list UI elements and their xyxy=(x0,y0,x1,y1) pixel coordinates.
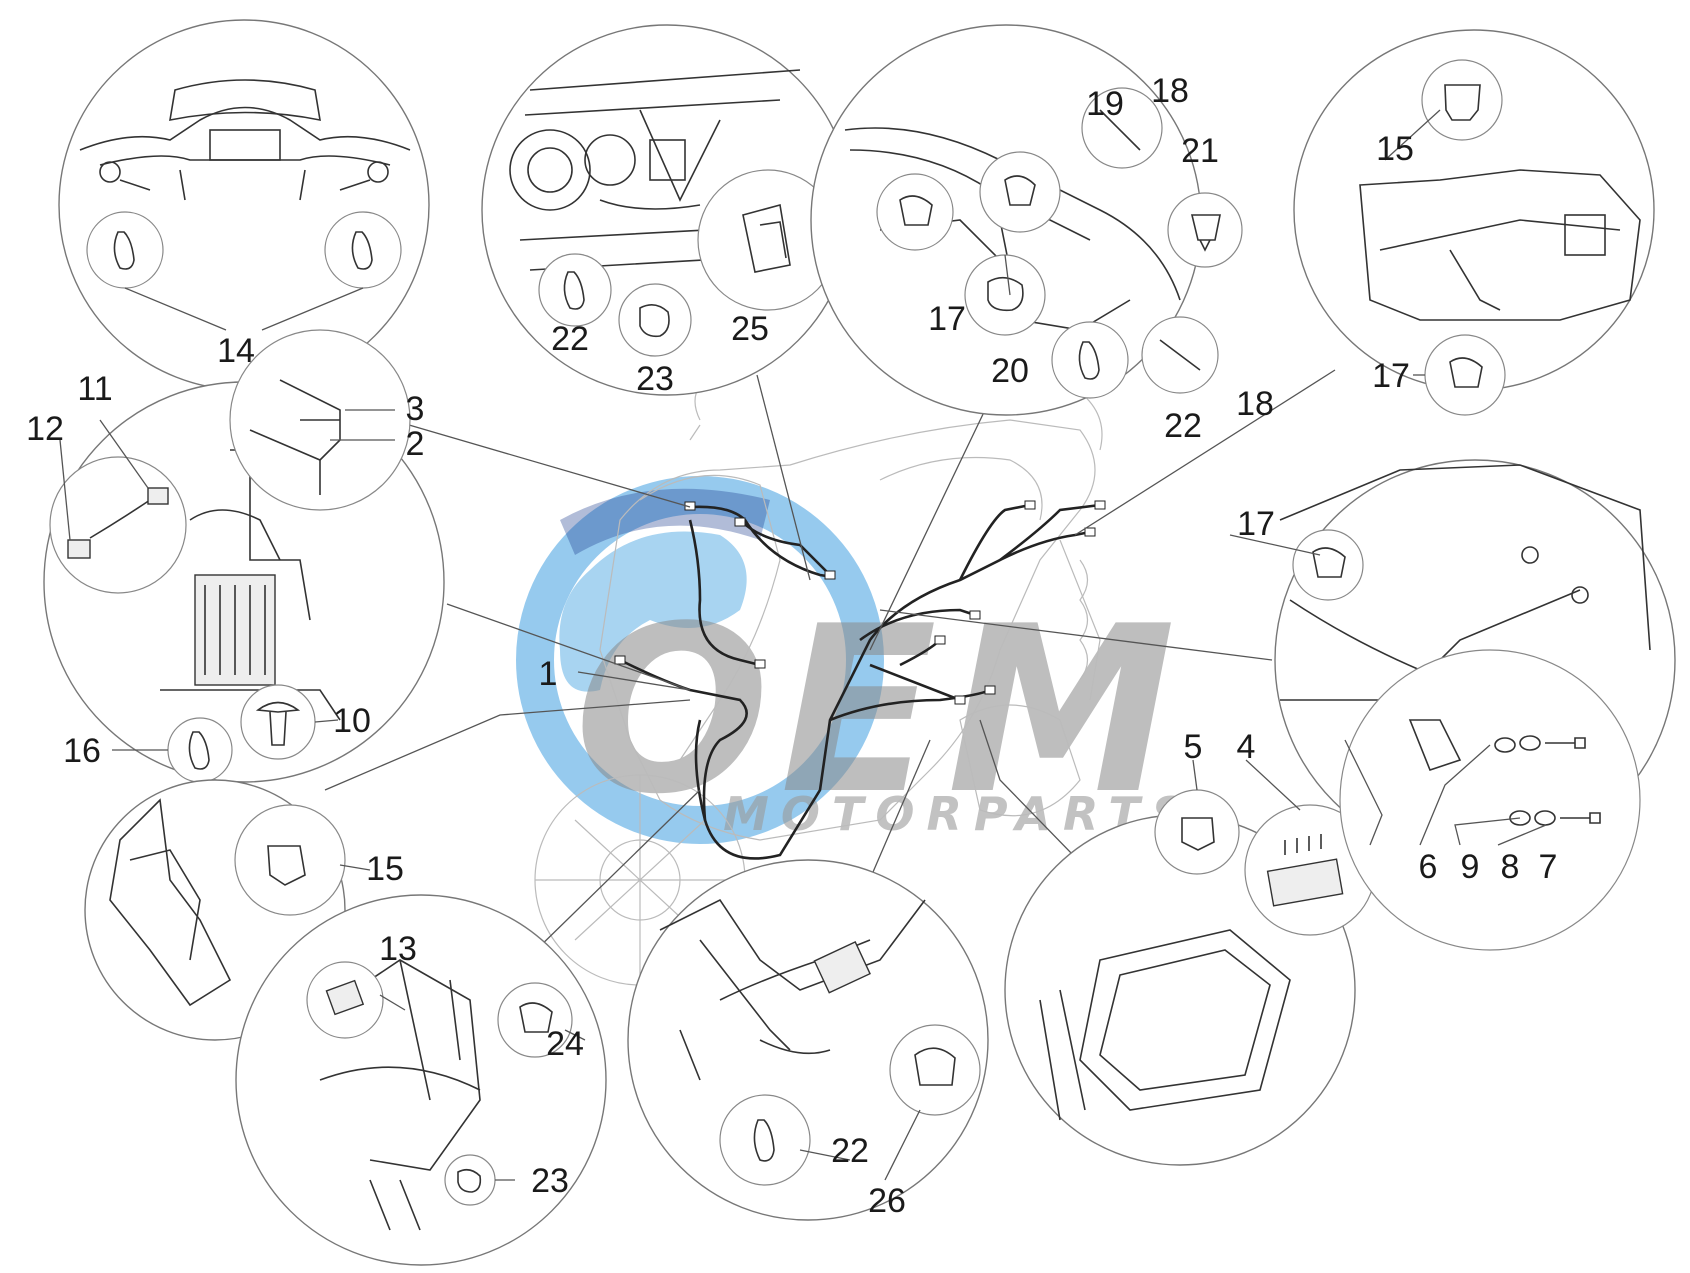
callout-16: 16 xyxy=(63,732,101,770)
callout-1: 1 xyxy=(539,655,558,693)
callout-10: 10 xyxy=(333,702,371,740)
detail-clip-17a xyxy=(876,173,954,251)
detail-band-23 xyxy=(618,283,692,357)
callout-17a: 17 xyxy=(928,300,966,338)
detail-tie-22 xyxy=(538,253,612,327)
callout-22a: 22 xyxy=(551,320,589,358)
callout-17c: 17 xyxy=(1237,505,1275,543)
watermark-brand: OEM xyxy=(574,578,1186,845)
callout-11: 11 xyxy=(77,370,112,408)
detail-tail-section xyxy=(1293,29,1655,416)
detail-clip-left xyxy=(86,211,164,289)
detail-band-20 xyxy=(964,254,1046,336)
detail-handlebar xyxy=(58,19,430,391)
callout-18b: 18 xyxy=(1236,385,1274,423)
detail-center-frame xyxy=(627,859,989,1221)
detail-tie-22b xyxy=(1051,321,1129,399)
callout-4: 4 xyxy=(1237,728,1256,766)
detail-clip-24 xyxy=(497,982,573,1058)
detail-rear-mount xyxy=(1274,459,1676,951)
callout-21: 21 xyxy=(1181,132,1219,170)
callout-12: 12 xyxy=(26,410,64,448)
callout-18a: 18 xyxy=(1151,72,1189,110)
callout-15a: 15 xyxy=(366,850,404,888)
detail-clip-15b xyxy=(234,804,346,916)
callout-7: 7 xyxy=(1539,848,1558,886)
leader-lines xyxy=(324,369,1336,957)
detail-clip-18a xyxy=(1081,87,1163,169)
callout-labels: 1 2 3 4 5 6 7 8 9 10 11 12 13 14 15 15 1… xyxy=(26,72,1557,1220)
callout-15b: 15 xyxy=(1376,130,1414,168)
detail-regulator xyxy=(43,329,445,783)
callout-26: 26 xyxy=(868,1182,906,1220)
callout-22c: 22 xyxy=(831,1132,869,1170)
detail-clip-21 xyxy=(1167,192,1243,268)
detail-tie-16 xyxy=(167,717,233,783)
callout-13: 13 xyxy=(379,930,417,968)
callout-3: 3 xyxy=(406,390,425,428)
main-wiring-harness xyxy=(614,500,1106,860)
callout-17b: 17 xyxy=(1372,357,1410,395)
callout-pointers xyxy=(59,109,1547,1181)
callout-19: 19 xyxy=(1086,85,1124,123)
callout-6: 6 xyxy=(1419,848,1438,886)
callout-2: 2 xyxy=(406,425,425,463)
callout-23a: 23 xyxy=(636,360,674,398)
callout-9: 9 xyxy=(1461,848,1480,886)
detail-clip-17c xyxy=(1292,529,1364,601)
detail-tie-22c xyxy=(719,1094,811,1186)
detail-fastener-stack xyxy=(1339,649,1641,951)
detail-rivet-10 xyxy=(240,684,316,760)
detail-connector xyxy=(49,456,187,594)
callout-5: 5 xyxy=(1184,728,1203,766)
callout-22b: 22 xyxy=(1164,407,1202,445)
detail-battery-area xyxy=(1004,789,1376,1166)
callout-20: 20 xyxy=(991,352,1029,390)
detail-band-23b xyxy=(444,1154,496,1206)
detail-clip-right xyxy=(324,211,402,289)
callout-8: 8 xyxy=(1501,848,1520,886)
detail-clip-19 xyxy=(979,151,1061,233)
detail-clip-15a xyxy=(1421,59,1503,141)
detail-rear-frame xyxy=(810,24,1243,416)
callout-24: 24 xyxy=(546,1025,584,1063)
detail-front-frame xyxy=(481,24,853,396)
detail-clip-5 xyxy=(1154,789,1240,875)
detail-clip-26 xyxy=(889,1024,981,1116)
detail-clip-17b xyxy=(1424,334,1506,416)
callout-14: 14 xyxy=(217,332,255,370)
callout-25: 25 xyxy=(731,310,769,348)
detail-lower-front xyxy=(235,894,607,1266)
callout-23b: 23 xyxy=(531,1162,569,1200)
